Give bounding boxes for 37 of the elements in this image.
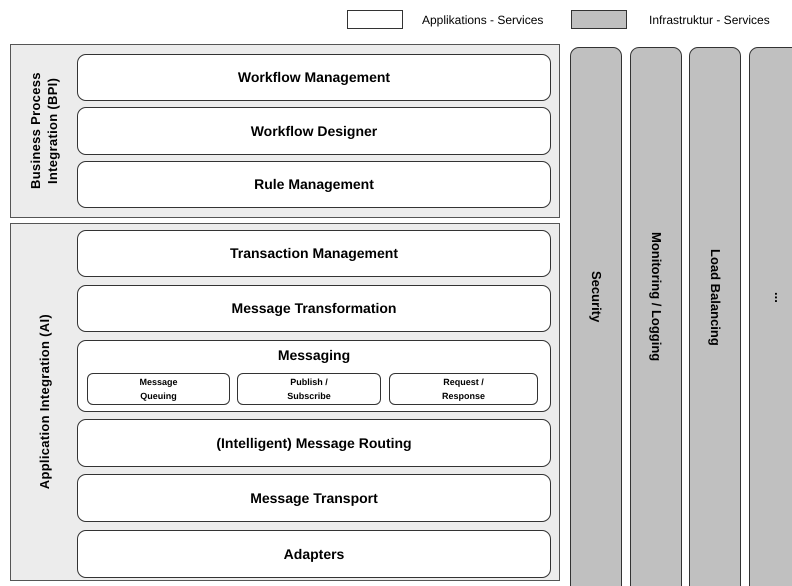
layer-label: Workflow Management xyxy=(238,68,390,87)
legend-label: Infrastruktur - Services xyxy=(649,12,770,29)
column-label: Monitoring / Logging xyxy=(648,232,665,362)
column-label: ... xyxy=(770,292,788,302)
legend-label: Applikations - Services xyxy=(422,12,544,29)
infrastructure-column xyxy=(570,47,622,586)
group-title: Application Integration (AI) xyxy=(36,314,52,490)
service-layer-box xyxy=(77,474,551,522)
service-layer-box xyxy=(77,107,551,155)
layer-label: Messaging xyxy=(276,346,352,365)
layer-label: (Intelligent) Message Routing xyxy=(216,434,412,453)
service-layer-box xyxy=(77,419,551,467)
service-layer-box xyxy=(77,54,551,101)
infrastructure-column xyxy=(630,47,682,586)
service-layer-box xyxy=(77,530,551,578)
layer-label: Transaction Management xyxy=(230,244,398,263)
layer-label: Message Transformation xyxy=(232,299,396,318)
group-title: Business Process Integration (BPI) xyxy=(27,72,61,192)
service-layer-box xyxy=(77,340,551,412)
sub-service-box xyxy=(237,373,381,405)
infrastructure-column xyxy=(689,47,741,586)
sub-service-label: Publish / Subscribe xyxy=(286,376,332,403)
sub-service-box xyxy=(87,373,230,405)
layer-group-panel xyxy=(10,223,560,581)
layer-label: Rule Management xyxy=(254,175,374,194)
layer-group-panel xyxy=(10,44,560,218)
service-layer-box xyxy=(77,230,551,277)
service-layer-box xyxy=(77,161,551,208)
sub-service-label: Request / Response xyxy=(440,376,486,403)
column-label: Security xyxy=(588,271,605,323)
service-layer-box xyxy=(77,285,551,332)
sub-service-label: Message Queuing xyxy=(138,376,179,403)
layer-label: Workflow Designer xyxy=(250,122,378,141)
sub-service-box xyxy=(389,373,538,405)
column-label: Load Balancing xyxy=(706,248,724,346)
layer-label: Message Transport xyxy=(250,488,378,508)
layer-label: Adapters xyxy=(284,544,344,564)
